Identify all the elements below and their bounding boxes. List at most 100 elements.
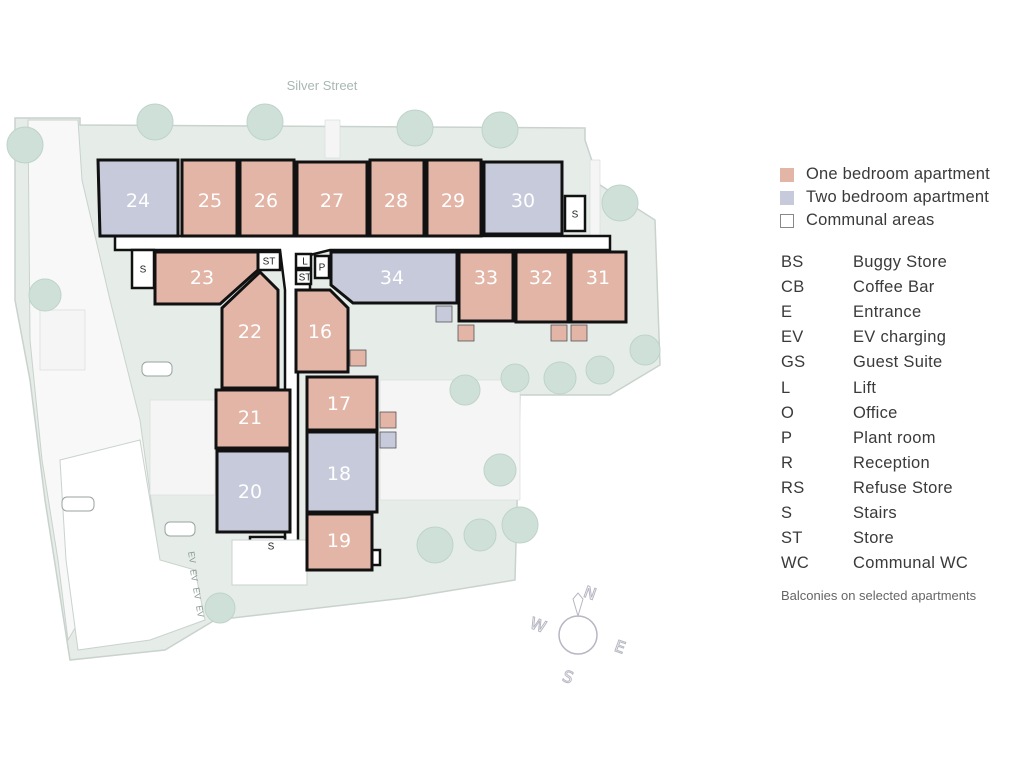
abbreviation-meaning: Buggy Store [853, 253, 948, 272]
abbreviation-meaning: Store [853, 529, 894, 548]
apartment-number: 29 [441, 190, 465, 212]
store-label: ST [299, 273, 312, 284]
apartment-shape[interactable] [238, 158, 296, 238]
apartment-22[interactable]: 22 [220, 269, 280, 390]
legend-label: Two bedroom apartment [806, 188, 990, 206]
compass-icon: N E S W [527, 582, 629, 689]
apartment-19[interactable]: 19 [305, 512, 374, 572]
balconies-note: Balconies on selected apartments [781, 588, 977, 603]
apartment-29[interactable]: 29 [425, 158, 483, 238]
apartment-21[interactable]: 21 [214, 388, 292, 450]
apartment-number: 20 [238, 481, 262, 503]
apartment-26[interactable]: 26 [238, 158, 296, 238]
apartment-27[interactable]: 27 [295, 160, 369, 238]
abbreviation-row: O Office [781, 401, 968, 426]
apartment-31[interactable]: 31 [569, 250, 628, 324]
abbreviation-code: O [781, 403, 795, 422]
compass-north: N [581, 582, 599, 604]
legend-label: Communal areas [806, 211, 935, 229]
ev-label: EV [186, 551, 198, 565]
apartment-number: 24 [126, 190, 150, 212]
apartment-shape[interactable] [329, 250, 459, 305]
apartment-shape[interactable] [425, 158, 483, 238]
plant-room-label: P [319, 263, 326, 274]
trees [6, 103, 661, 624]
abbreviation-meaning: Refuse Store [853, 478, 953, 497]
abbreviation-code: BS [781, 253, 804, 272]
ev-label: EV [191, 587, 203, 601]
apartment-number: 22 [238, 321, 262, 343]
abbreviation-code: GS [781, 353, 806, 372]
abbreviation-code: R [781, 453, 794, 472]
balcony [435, 305, 453, 323]
apartment-number: 18 [327, 463, 351, 485]
legend-communal: Communal areas [780, 209, 1024, 232]
apartment-number: 16 [308, 321, 332, 343]
abbreviation-code: P [781, 428, 793, 447]
apartment-shape[interactable] [294, 288, 350, 374]
apartment-24[interactable]: 24 [96, 158, 180, 238]
apartment-shape[interactable] [220, 269, 280, 390]
abbreviation-code: S [781, 503, 793, 522]
apartment-23[interactable]: 23 [153, 250, 260, 306]
apartment-shape[interactable] [368, 158, 426, 238]
apartment-17[interactable]: 17 [305, 375, 379, 432]
abbreviation-row: EV EV charging [781, 325, 968, 350]
apartment-18[interactable]: 18 [305, 430, 379, 514]
apartment-shape[interactable] [305, 375, 379, 432]
abbreviation-meaning: Reception [853, 453, 930, 472]
apartment-33[interactable]: 33 [457, 250, 515, 323]
apartment-32[interactable]: 32 [514, 250, 570, 324]
abbreviation-code: EV [781, 328, 804, 347]
apartment-number: 34 [380, 267, 404, 289]
balcony [457, 324, 475, 342]
ev-charging-labels: EV EV EV EV [186, 551, 206, 619]
balcony [550, 324, 568, 342]
stairs-label: S [268, 542, 275, 553]
abbreviation-meaning: Office [853, 403, 898, 422]
apartment-shape[interactable] [514, 250, 570, 324]
apartment-number: 26 [254, 190, 278, 212]
lift-label: L [302, 257, 308, 268]
apartment-shape[interactable] [180, 158, 239, 238]
stairs-label: S [140, 265, 147, 276]
abbreviation-code: E [781, 303, 793, 322]
apartment-shape[interactable] [457, 250, 515, 323]
apartment-30[interactable]: 30 [482, 160, 564, 236]
apartment-shape[interactable] [305, 430, 379, 514]
apartment-shape[interactable] [482, 160, 564, 236]
apartment-20[interactable]: 20 [215, 449, 292, 534]
abbreviation-code: RS [781, 478, 805, 497]
compass-east: E [612, 636, 628, 657]
apartment-shape[interactable] [569, 250, 628, 324]
apartment-shape[interactable] [215, 449, 292, 534]
legend-two-bedroom: Two bedroom apartment [780, 186, 1024, 209]
apartment-28[interactable]: 28 [368, 158, 426, 238]
apartment-number: 19 [327, 530, 351, 552]
apartment-number: 28 [384, 190, 408, 212]
balcony [570, 324, 588, 342]
apartment-shape[interactable] [96, 158, 180, 238]
apartment-shape[interactable] [214, 388, 292, 450]
one-bedroom-swatch [780, 167, 794, 182]
store-label: ST [263, 257, 276, 268]
apartment-25[interactable]: 25 [180, 158, 239, 238]
abbreviation-meaning: Plant room [853, 428, 936, 447]
apartment-shape[interactable] [295, 160, 369, 238]
apartment-shape[interactable] [305, 512, 374, 572]
abbreviation-meaning: EV charging [853, 328, 947, 347]
apartment-shape[interactable] [153, 250, 260, 306]
apartment-34[interactable]: 34 [329, 250, 459, 305]
apartment-number: 23 [190, 267, 214, 289]
abbreviation-code: WC [781, 554, 810, 573]
parking-area [59, 439, 206, 651]
ev-label: EV [194, 605, 206, 619]
apartment-number: 33 [474, 267, 498, 289]
apartment-16[interactable]: 16 [294, 288, 350, 374]
communal-swatch [780, 213, 794, 228]
